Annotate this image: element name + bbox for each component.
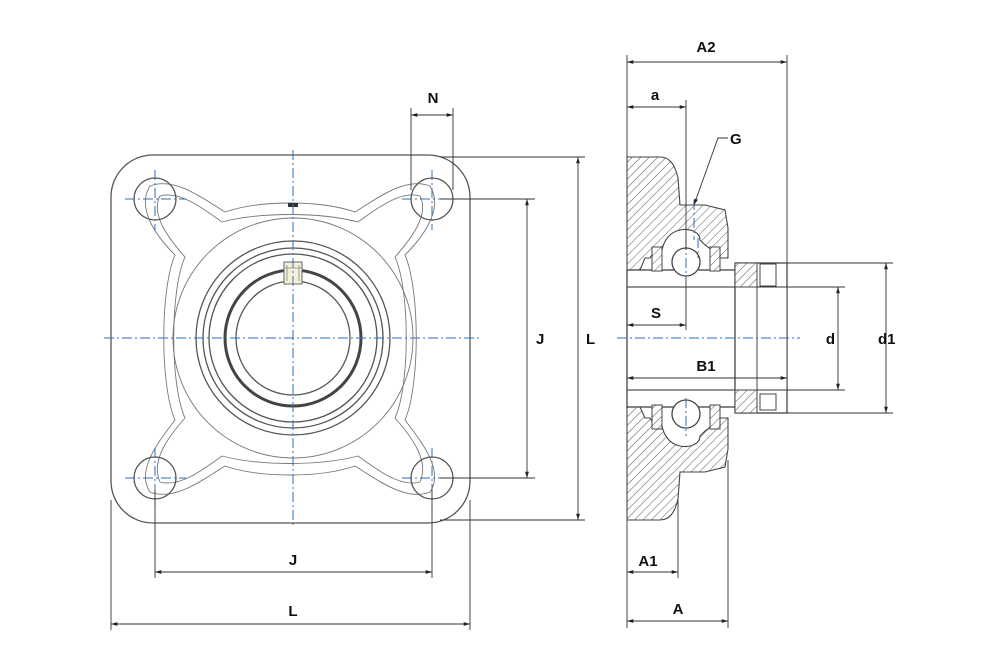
label-b1: B1 xyxy=(696,358,715,375)
label-l-vertical: L xyxy=(586,331,595,348)
housing-section-lower xyxy=(626,406,729,521)
label-a-small: a xyxy=(651,87,660,104)
front-view xyxy=(104,150,482,528)
label-d: d xyxy=(826,331,835,348)
flange-relief-inner xyxy=(156,194,424,484)
label-g: G xyxy=(730,131,742,148)
label-j-horizontal: J xyxy=(289,552,297,569)
side-view xyxy=(617,156,800,521)
label-a2: A2 xyxy=(696,39,715,56)
label-d1: d1 xyxy=(878,331,896,348)
housing-section-upper xyxy=(626,156,729,271)
label-a1: A1 xyxy=(638,553,657,570)
label-j-vertical: J xyxy=(536,331,544,348)
flange-relief xyxy=(144,183,436,495)
front-dimensions xyxy=(110,108,585,630)
label-s: S xyxy=(651,305,661,322)
label-n: N xyxy=(428,90,439,107)
label-l-horizontal: L xyxy=(288,603,297,620)
label-a: A xyxy=(673,601,684,618)
housing-outline xyxy=(110,154,471,524)
side-dimensions xyxy=(626,55,893,628)
